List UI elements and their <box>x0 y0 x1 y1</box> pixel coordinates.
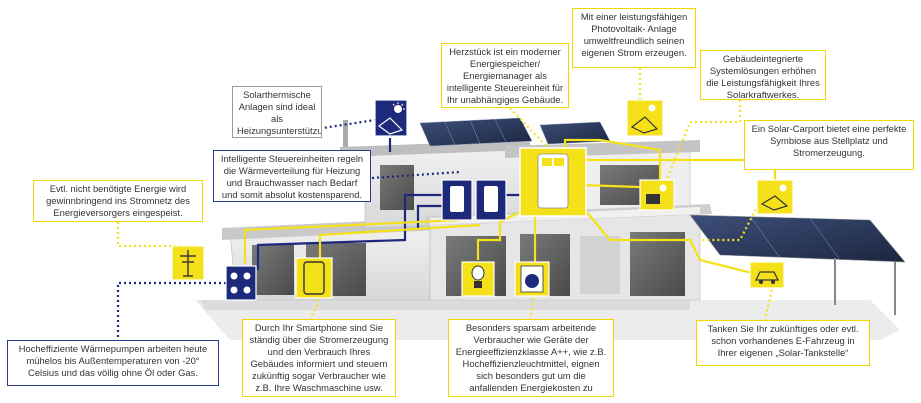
yellow-dotted-connectors <box>116 68 775 321</box>
callout-verbraucher: Besonders sparsam arbeitende Verbraucher… <box>448 319 614 397</box>
integrated-solar-icon <box>639 179 675 211</box>
solar-collector-icon <box>374 99 408 137</box>
control-unit-right-icon <box>475 179 507 221</box>
callout-tanken: Tanken Sie Ihr zukünftiges oder evtl. sc… <box>696 320 870 366</box>
callout-waermepumpe: Hocheffiziente Wärmepumpen arbeiten heut… <box>7 340 219 386</box>
solar-carport <box>689 214 906 315</box>
e-car-icon <box>749 261 785 289</box>
callout-smartphone: Durch Ihr Smartphone sind Sie ständig üb… <box>242 319 396 397</box>
washing-machine-icon <box>514 261 550 297</box>
callout-herzstueck: Herzstück ist ein moderner Energiespeich… <box>441 43 569 108</box>
callout-steuereinheiten: Intelligente Steuereinheiten regeln die … <box>213 150 371 202</box>
control-unit-left-icon <box>441 179 473 221</box>
roof-pv-panels <box>419 117 611 147</box>
smartphone-icon <box>295 257 333 299</box>
pv-panel-icon <box>626 99 664 137</box>
carport-icon <box>756 179 794 215</box>
power-pole-icon <box>171 245 205 281</box>
callout-photovoltaik: Mit einer leistungsfähigen Photovoltaik-… <box>572 8 696 68</box>
callout-energie-netz: Evtl. nicht benötigte Energie wird gewin… <box>33 180 203 222</box>
heat-pump-icon <box>225 265 257 301</box>
lightbulb-icon <box>461 261 495 297</box>
callout-solarthermie: Solarthermische Anlagen sind ideal als H… <box>232 86 322 138</box>
callout-carport: Ein Solar-Carport bietet eine perfekte S… <box>744 120 914 170</box>
energy-storage-icon <box>519 147 587 217</box>
callout-gebaeude: Gebäudeintegrierte Systemlösungen erhöhe… <box>700 50 826 100</box>
